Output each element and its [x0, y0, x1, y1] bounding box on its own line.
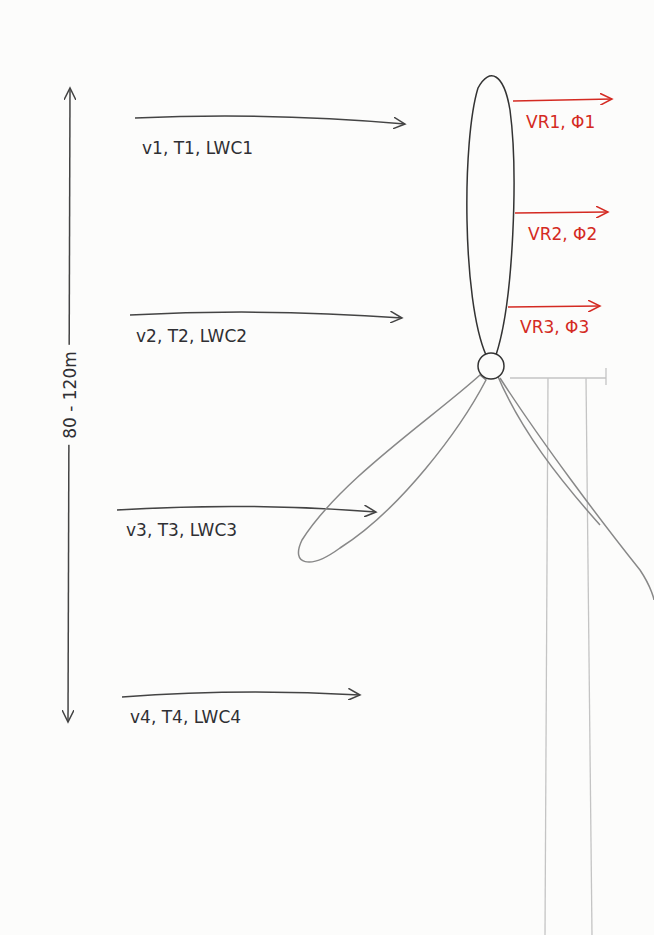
wind-condition-label: v1, T1, LWC1 [140, 138, 255, 158]
relative-velocity-arrows [508, 99, 612, 307]
wind-condition-label: v2, T2, LWC2 [134, 326, 249, 346]
relative-velocity-label: VR3, Φ3 [518, 317, 591, 337]
relative-velocity-label: VR2, Φ2 [526, 224, 599, 244]
tower [510, 368, 606, 935]
wind-condition-label: v4, T4, LWC4 [128, 707, 243, 727]
rotor [298, 76, 654, 600]
relative-velocity-label: VR1, Φ1 [524, 112, 597, 132]
height-dimension: 80 - 120m [58, 345, 82, 445]
wind-condition-label: v3, T3, LWC3 [124, 520, 239, 540]
wind-arrows [117, 116, 405, 697]
